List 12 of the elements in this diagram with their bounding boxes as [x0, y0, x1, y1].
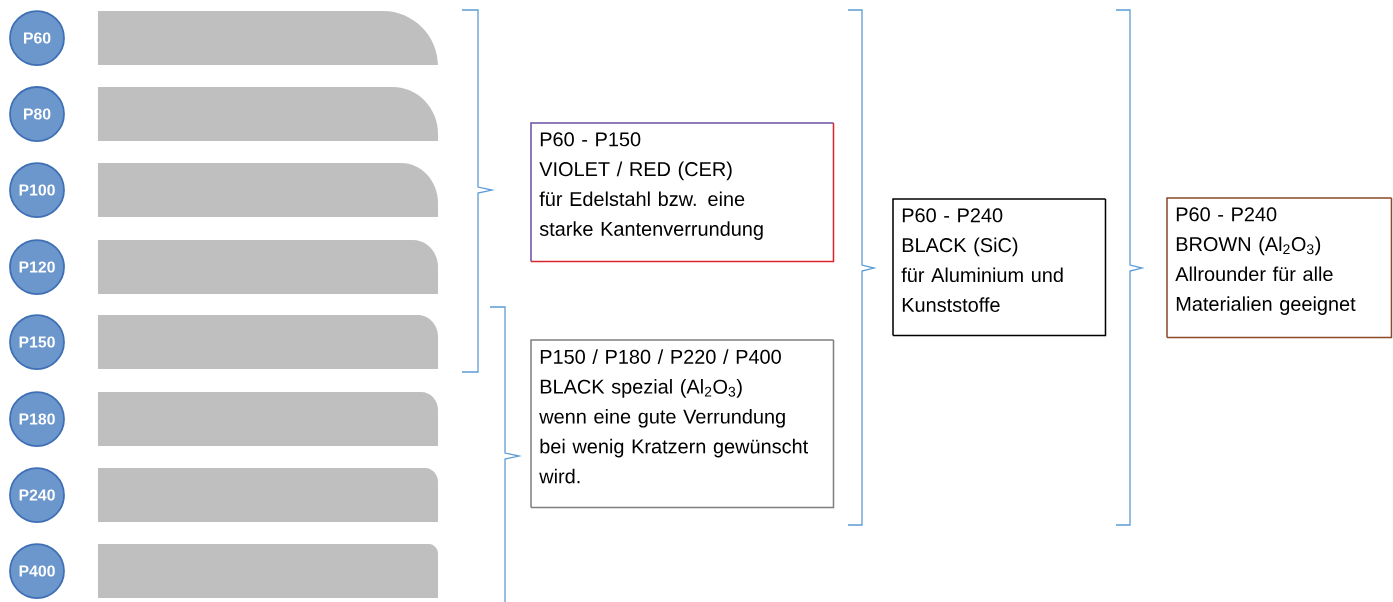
info-box: P60 - P150 VIOLET / RED (CER) für Edelstahl bzw. eine starke Kantenverrundung — [530, 122, 835, 263]
edge-profile-bar — [98, 163, 438, 217]
edge-profile-bar — [98, 392, 438, 446]
info-box: P150 / P180 / P220 / P400 BLACK spezial (Al$_{2}$O$_{3}$) wenn eine gute Verrundung bei wenig Kratzern gewünscht wird. — [530, 339, 835, 509]
edge-profile-bar — [98, 87, 438, 141]
info-box: P60 - P240 BROWN (Al$_{2}$O$_{3}$) Allrounder für alle Materialien geeignet — [1166, 197, 1393, 339]
edge-profile-bar — [98, 240, 438, 294]
info-box: P60 - P240 BLACK (SiC) für Aluminium und Kunststoffe — [892, 198, 1107, 337]
edge-profile-bar — [98, 468, 438, 522]
edge-profile-bar — [98, 11, 438, 66]
edge-profile-bar — [98, 315, 438, 369]
edge-profile-bar — [98, 544, 438, 598]
